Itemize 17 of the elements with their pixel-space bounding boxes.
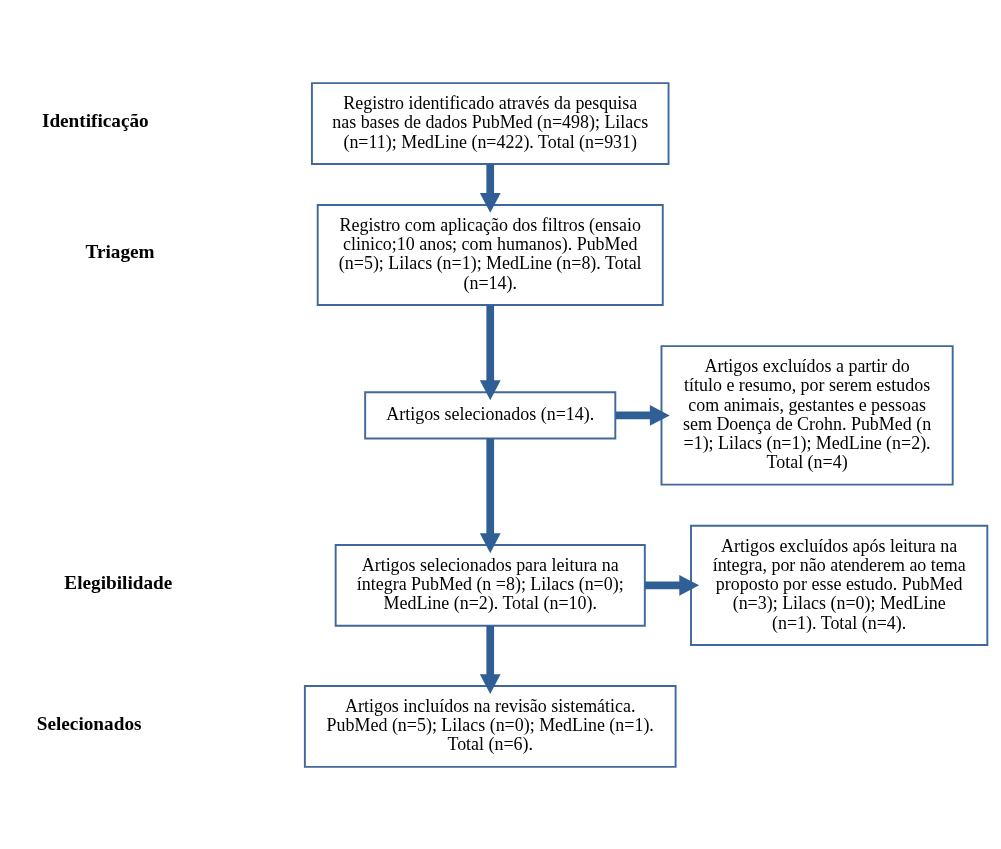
node-box: Artigos selecionados para leitura na íntegra PubMed (n =8); Lilacs (n=0); MedLine (n=2). Total (n=10).: [334, 543, 646, 627]
label: Identificação: [41, 109, 149, 131]
label: Selecionados: [36, 712, 142, 734]
arrow: [644, 574, 700, 596]
node-box: Artigos incluídos na revisão sistemática. PubMed (n=5); Lilacs (n=0); MedLine (n=1). Total (n=6).: [303, 684, 677, 768]
arrow: [479, 438, 501, 553]
arrow: [479, 304, 501, 400]
label: Triagem: [85, 240, 155, 262]
arrow: [479, 163, 501, 213]
node-box: Registro com aplicação dos filtros (ensaio clinico;10 anos; com humanos). PubMed (n=5); Lilacs (n=1); MedLine (n=8). Total (n=14).: [316, 203, 664, 306]
node-box: Artigos excluídos após leitura na íntegra, por não atenderem ao tema proposto por esse estudo. PubMed (n=3); Lilacs (n=0); MedLine (n=1). Total (n=4).: [690, 524, 989, 646]
label: Elegibilidade: [64, 571, 173, 593]
node-box: Artigos excluídos a partir do título e resumo, por serem estudos com animais, gestantes e pessoas sem Doença de Crohn. PubMed (n =1); Lilacs (n=1); MedLine (n=2). Total (n=4): [660, 344, 954, 486]
node-box: Artigos selecionados (n=14).: [364, 390, 617, 439]
arrow: [615, 404, 670, 426]
arrow: [479, 625, 501, 694]
node-box: Registro identificado através da pesquisa nas bases de dados PubMed (n=498); Lilacs (n=11); MedLine (n=422). Total (n=931): [310, 81, 670, 165]
